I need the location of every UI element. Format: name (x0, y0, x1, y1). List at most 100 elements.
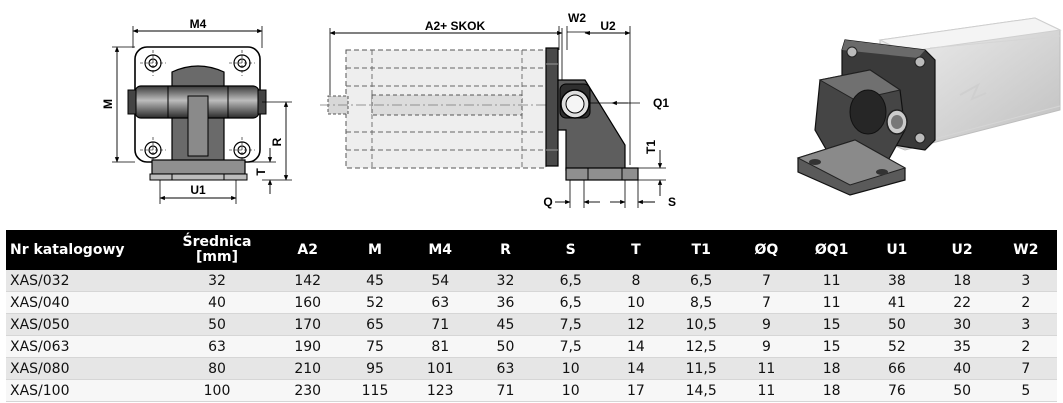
dim-q1-label: Q1 (653, 96, 669, 110)
column-header: W2 (994, 230, 1057, 270)
table-cell: 8 (603, 270, 669, 292)
table-cell: 45 (342, 270, 408, 292)
catalog-number-cell: XAS/063 (6, 335, 161, 358)
table-cell: 10 (538, 357, 604, 380)
table-cell: 11 (799, 270, 865, 292)
table-cell: 6,5 (668, 270, 734, 292)
column-header: S (538, 230, 604, 270)
column-header: M (342, 230, 408, 270)
table-cell: 12,5 (668, 335, 734, 358)
table-cell: 7 (994, 357, 1057, 380)
table-cell: 5 (994, 379, 1057, 402)
table-cell: 210 (273, 357, 343, 380)
table-cell: 2 (994, 335, 1057, 358)
dim-u2-label: U2 (600, 19, 616, 33)
technical-drawings: M4 M (101, 11, 1062, 209)
table-cell: 11 (799, 291, 865, 314)
table-cell: 9 (733, 335, 800, 358)
dim-t-label: T (254, 168, 268, 176)
table-cell: 54 (407, 270, 473, 292)
dim-stroke-label: A2+ SKOK (425, 19, 486, 33)
table-cell: 71 (472, 379, 539, 402)
table-cell: 142 (273, 270, 343, 292)
table-cell: 30 (929, 313, 995, 336)
table-cell: 71 (407, 313, 473, 336)
table-cell: 18 (799, 379, 865, 402)
table-cell: 18 (929, 270, 995, 292)
table-cell: 14 (603, 335, 669, 358)
table-cell: 12 (603, 313, 669, 336)
table-cell: 65 (342, 313, 408, 336)
side-view-drawing: A2+ SKOK W2 U2 (320, 11, 676, 209)
table-cell: 11 (733, 357, 800, 380)
column-header: ØQ1 (799, 230, 865, 270)
catalog-number-cell: XAS/100 (6, 379, 161, 402)
dim-t1-label: T1 (644, 140, 658, 154)
table-cell: 63 (472, 357, 539, 380)
table-cell: 101 (407, 357, 473, 380)
table-cell: 17 (603, 379, 669, 402)
table-cell: 32 (160, 270, 274, 292)
table-cell: 40 (929, 357, 995, 380)
table-header-row: Nr katalogowy Średnica [mm] A2 M M4 R S … (6, 230, 1057, 270)
table-cell: 14,5 (668, 379, 734, 402)
table-cell: 3 (994, 270, 1057, 292)
table-cell: 115 (342, 379, 408, 402)
table-cell: 35 (929, 335, 995, 358)
column-header: Nr katalogowy (6, 230, 161, 270)
table-cell: 6,5 (538, 270, 604, 292)
table-cell: 66 (864, 357, 930, 380)
table-cell: 52 (342, 291, 408, 314)
table-cell: 3 (994, 313, 1057, 336)
column-header: M4 (407, 230, 473, 270)
table-cell: 36 (472, 291, 539, 314)
table-cell: 123 (407, 379, 473, 402)
column-header: R (472, 230, 539, 270)
table-cell: 32 (472, 270, 539, 292)
table-cell: 11,5 (668, 357, 734, 380)
catalog-number-cell: XAS/050 (6, 313, 161, 336)
table-cell: 7,5 (538, 313, 604, 336)
table-cell: 50 (864, 313, 930, 336)
table-cell: 6,5 (538, 291, 604, 314)
table-cell: 7 (733, 291, 800, 314)
table-cell: 75 (342, 335, 408, 358)
table-cell: 40 (160, 291, 274, 314)
dim-w2-label: W2 (568, 11, 586, 25)
table-cell: 7,5 (538, 335, 604, 358)
column-header: Średnica [mm] (160, 230, 274, 270)
dim-r-label: R (270, 137, 284, 146)
table-cell: 50 (929, 379, 995, 402)
table-cell: 2 (994, 291, 1057, 314)
table-cell: 18 (799, 357, 865, 380)
catalog-number-cell: XAS/040 (6, 291, 161, 314)
table-cell: 76 (864, 379, 930, 402)
front-view-drawing: M4 M (101, 17, 292, 204)
specification-table: Nr katalogowy Średnica [mm] A2 M M4 R S … (6, 230, 1057, 402)
column-header: U2 (929, 230, 995, 270)
table-cell: 45 (472, 313, 539, 336)
table-cell: 190 (273, 335, 343, 358)
dim-m-label: M (101, 99, 115, 109)
column-header: A2 (273, 230, 343, 270)
table-cell: 81 (407, 335, 473, 358)
table-cell: 80 (160, 357, 274, 380)
table-cell: 50 (160, 313, 274, 336)
table-cell: 170 (273, 313, 343, 336)
catalog-number-cell: XAS/080 (6, 357, 161, 380)
table-cell: 11 (733, 379, 800, 402)
table-cell: 50 (472, 335, 539, 358)
dim-u1-label: U1 (190, 183, 206, 197)
table-cell: 160 (273, 291, 343, 314)
column-header: T1 (668, 230, 734, 270)
table-cell: 9 (733, 313, 800, 336)
table-cell: 10 (603, 291, 669, 314)
table-cell: 8,5 (668, 291, 734, 314)
table-cell: 100 (160, 379, 274, 402)
dim-m4-label: M4 (190, 17, 207, 31)
